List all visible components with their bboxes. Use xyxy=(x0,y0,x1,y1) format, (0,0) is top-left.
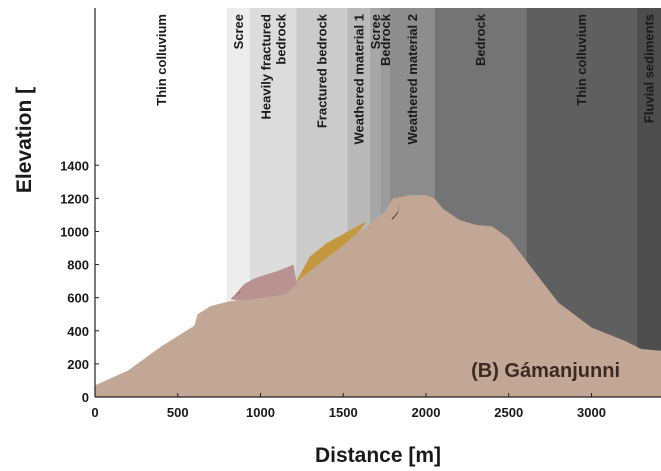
zone-label-10: Fluvial sediments xyxy=(642,14,657,123)
y-tick-label: 400 xyxy=(67,324,89,339)
scree-deposit-upper xyxy=(391,201,401,220)
terrain-profile-layer xyxy=(95,195,661,397)
zone-label-3: Fractured bedrock xyxy=(315,13,330,128)
zone-band-5 xyxy=(369,8,381,397)
zone-label-0: Thin colluvium xyxy=(154,14,169,106)
zone-label-2-line-0: Heavily fractured xyxy=(258,14,273,120)
zone-label-1: Scree xyxy=(231,14,246,49)
zone-label-6: Bedrock xyxy=(378,13,393,66)
zone-band-6 xyxy=(380,8,390,397)
y-tick-label: 1000 xyxy=(60,224,89,239)
zone-label-7: Weathered material 2 xyxy=(405,14,420,145)
x-tick-label: 2500 xyxy=(494,405,523,420)
x-tick-label: 0 xyxy=(91,405,98,420)
x-tick-label: 1000 xyxy=(246,405,275,420)
weathered-material-fill xyxy=(293,221,367,287)
chart-axes: 0 500 1000 1500 2000 2500 3000 0 200 400 600 800 100… xyxy=(60,8,661,420)
zone-band-10 xyxy=(636,8,661,397)
x-tick-label: 1500 xyxy=(329,405,358,420)
y-axis-title: Elevation [ xyxy=(13,87,36,193)
zone-label-2-line-1: bedrock xyxy=(273,13,288,64)
y-tick-label: 1400 xyxy=(60,158,89,173)
zone-label-5: Scree xyxy=(368,14,383,49)
y-tick-label: 0 xyxy=(82,390,89,405)
y-tick-label: 800 xyxy=(67,258,89,273)
y-tick-label: 600 xyxy=(67,291,89,306)
x-tick-label: 500 xyxy=(167,405,189,420)
y-tick-label: 200 xyxy=(67,357,89,372)
y-tick-label: 1200 xyxy=(60,191,89,206)
terrain-fill xyxy=(95,195,661,397)
x-tick-label: 3000 xyxy=(577,405,606,420)
panel-label: (B) Gámanjunni xyxy=(471,360,620,382)
zone-label-4: Weathered material 1 xyxy=(352,14,367,145)
zone-label-9: Thin colluvium xyxy=(574,14,589,106)
x-tick-label: 2000 xyxy=(412,405,441,420)
x-axis-title: Distance [m] xyxy=(315,444,441,467)
zone-label-8: Bedrock xyxy=(473,13,488,66)
heavily-fractured-fill xyxy=(230,264,297,301)
